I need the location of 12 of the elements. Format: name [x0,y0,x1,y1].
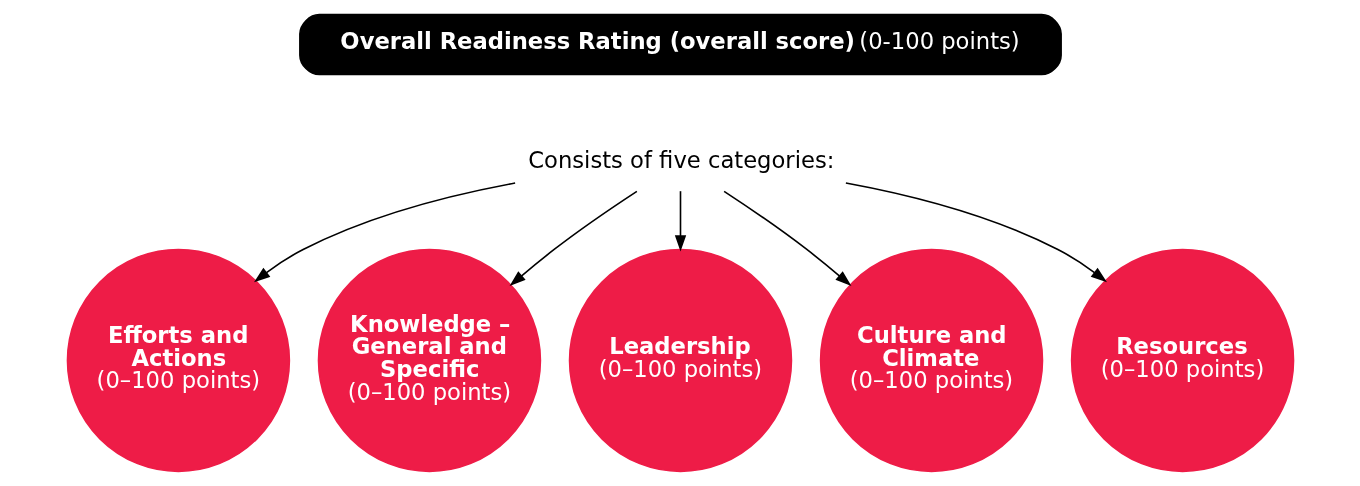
node-circle: Culture and Climate (0–100 points) [819,248,1043,473]
arrow [722,190,851,286]
node-circle: Knowledge – General and Specific (0–100 points) [317,248,541,473]
arrow [253,182,516,283]
node-circle: Resources (0–100 points) [1070,248,1294,473]
node-box: Overall Readiness Rating (overall score) (0-100 points) [298,13,1062,76]
node-text: Consists of five categories: [527,147,834,174]
node-circle: Efforts and Actions (0–100 points) [66,248,290,473]
arrow [509,190,638,286]
node-circle: Leadership (0–100 points) [568,248,792,473]
arrow [674,190,686,252]
arrow [844,182,1107,283]
